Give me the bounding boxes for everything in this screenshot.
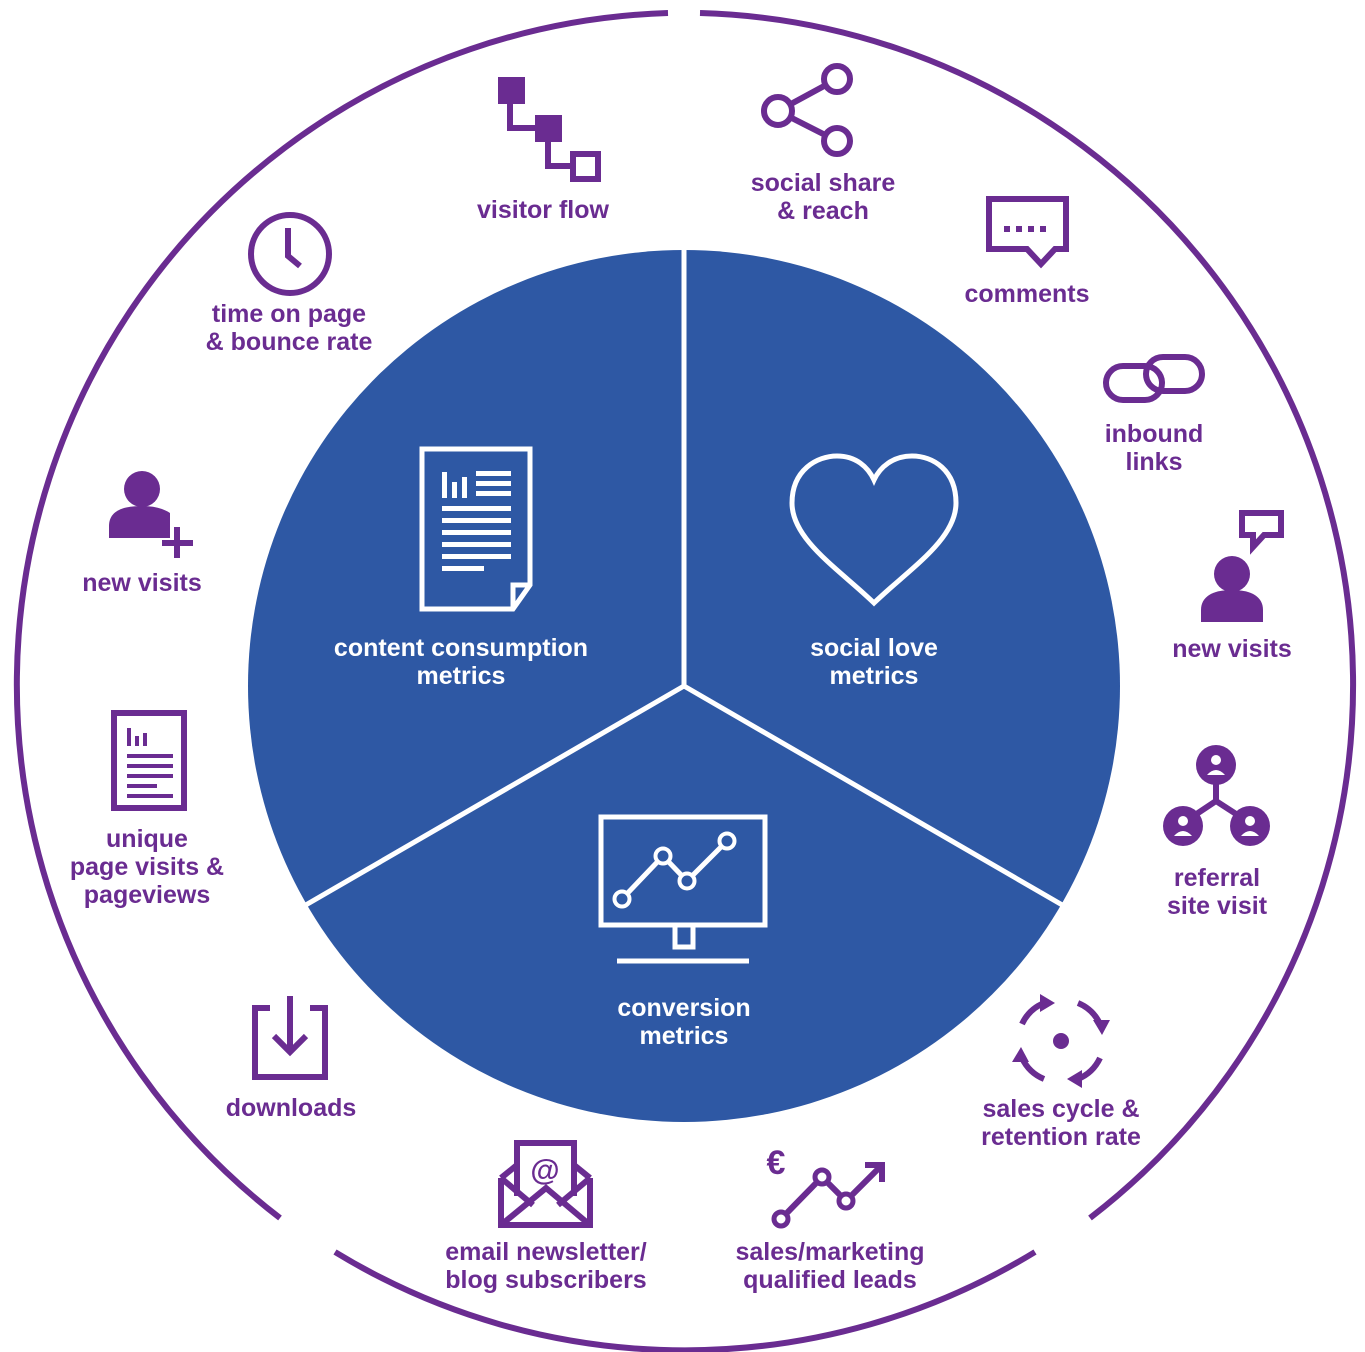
heart-icon [789, 453, 959, 607]
monitor-chart-icon [598, 814, 768, 964]
page-icon [111, 710, 187, 811]
label-email: email newsletter/blog subscribers [445, 1238, 647, 1294]
label-visitor-flow: visitor flow [477, 196, 609, 224]
link-icon [1103, 354, 1205, 403]
outer-ring-arc-bottom [333, 1249, 1037, 1352]
label-sales-cycle: sales cycle &retention rate [981, 1095, 1141, 1151]
email-at-icon: @ [498, 1140, 593, 1228]
share-icon [761, 63, 853, 157]
label-new-visits-left: new visits [82, 569, 202, 597]
label-new-visits-right: new visits [1172, 635, 1292, 663]
user-comment-icon [1201, 510, 1284, 622]
label-downloads: downloads [225, 1094, 357, 1122]
download-icon [252, 996, 328, 1080]
document-chart-icon [419, 446, 533, 612]
comment-bubble-icon [986, 196, 1069, 269]
pie-divider-left [302, 683, 686, 909]
outer-ring-arc-right [699, 10, 1357, 1221]
euro-trend-icon: € [767, 1144, 885, 1229]
user-add-icon [109, 471, 193, 558]
pie-divider-right [682, 683, 1066, 909]
cycle-arrows-icon [1012, 994, 1110, 1088]
svg-text:€: € [767, 1144, 786, 1182]
referral-network-icon [1163, 745, 1270, 846]
label-social-share: social share& reach [750, 169, 896, 225]
flow-squares-icon [498, 77, 601, 182]
label-comments: comments [964, 280, 1090, 308]
svg-text:@: @ [530, 1154, 559, 1187]
outer-ring-arc-left [13, 10, 669, 1221]
clock-icon [248, 212, 332, 296]
label-time-on-page: time on page& bounce rate [205, 300, 373, 356]
